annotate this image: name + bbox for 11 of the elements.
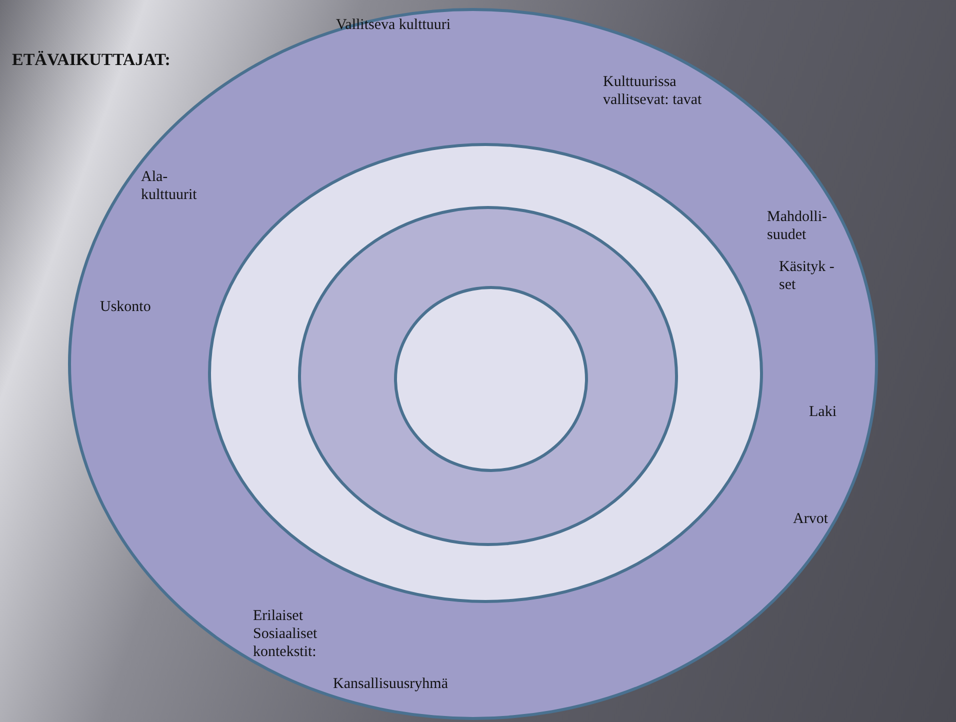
title: ETÄVAIKUTTAJAT: xyxy=(12,50,170,70)
ring-label: Käsityk -set xyxy=(779,258,836,294)
ring-label: Arvot xyxy=(793,510,829,528)
ring-label: Kansallisuusryhmä xyxy=(333,675,449,693)
ring-label: Laki xyxy=(809,403,838,421)
ring-label: Ala- kulttuurit xyxy=(141,168,198,204)
ring-label: Erilaiset Sosiaaliset kontekstit: xyxy=(253,607,318,661)
ring-label: Uskonto xyxy=(100,298,152,316)
ring-label: Mahdolli- suudet xyxy=(767,208,828,244)
ring-label: Vallitseva kulttuuri xyxy=(336,16,452,34)
ring-label: Kulttuurissa vallitsevat: tavat xyxy=(603,73,703,109)
